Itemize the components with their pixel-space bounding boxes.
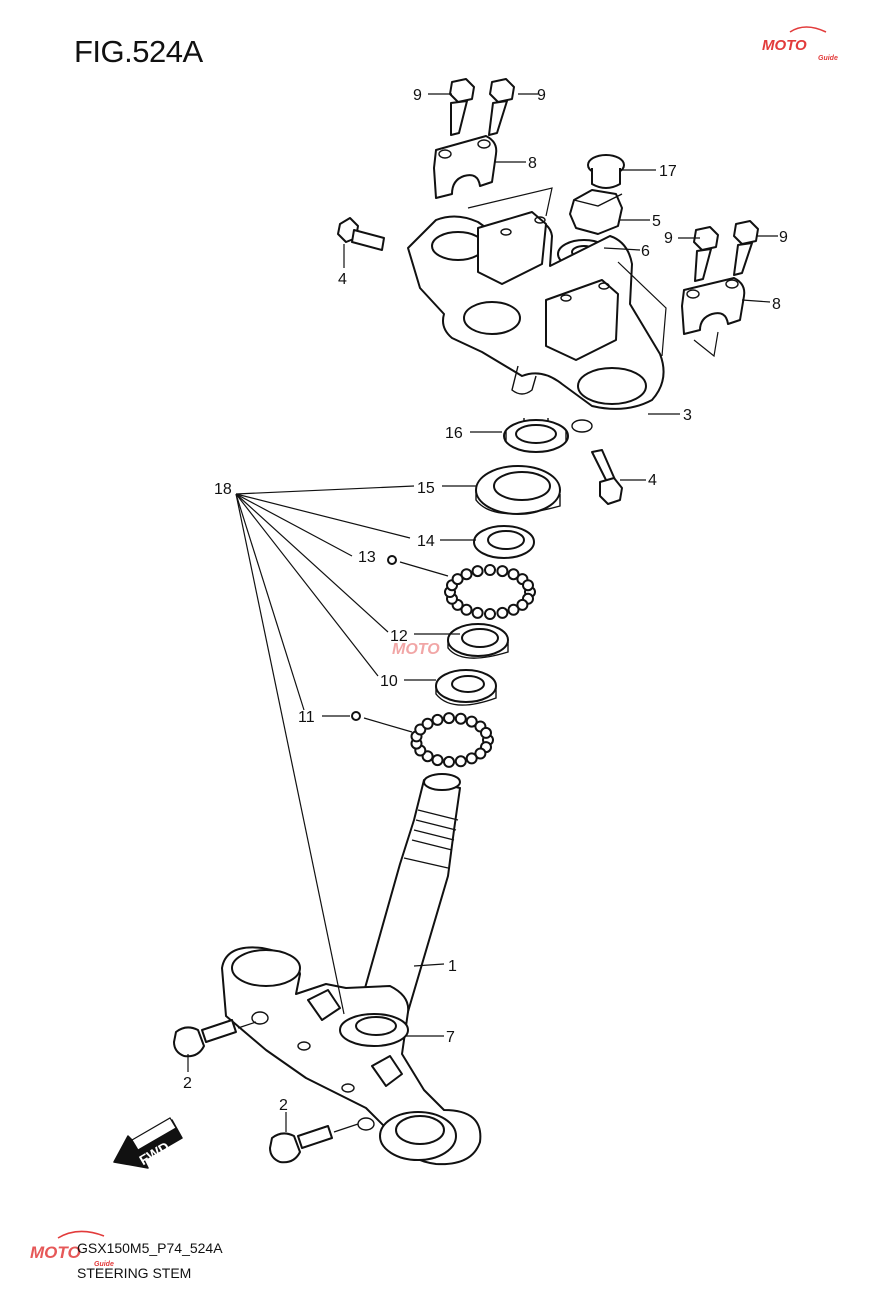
watermark-text: MOTO <box>392 641 440 658</box>
callout-2: 2 <box>279 1097 288 1114</box>
callout-9: 9 <box>537 87 546 104</box>
callout-1: 1 <box>448 958 457 975</box>
fwd-arrow-icon: FWD <box>113 1117 183 1169</box>
steel-ball <box>431 754 444 767</box>
bolt-9-right-left <box>693 226 719 282</box>
bearing-race-10 <box>435 669 497 706</box>
watermark-subtext: Guide <box>818 55 838 62</box>
oil-seal-7 <box>339 1013 409 1047</box>
steel-ball <box>480 726 492 739</box>
bolt-9-top-right <box>488 78 515 136</box>
lock-nut-16 <box>503 418 569 453</box>
steel-ball-11 <box>351 711 413 733</box>
callout-17: 17 <box>659 163 677 180</box>
callout-8: 8 <box>528 155 537 172</box>
bolt-9-right-right <box>733 220 759 276</box>
steel-ball <box>465 752 478 765</box>
steel-ball <box>484 564 496 576</box>
handlebar-holder-8-right <box>681 277 746 358</box>
callout-18: 18 <box>214 481 232 498</box>
steel-ball <box>460 603 473 616</box>
steel-ball <box>431 713 444 726</box>
callout-7: 7 <box>446 1029 455 1046</box>
stem-nut-5 <box>569 189 623 235</box>
watermark-logo-top: MOTO Guide <box>762 26 838 62</box>
bolt-9-top-left <box>449 78 475 136</box>
steel-ball <box>522 579 534 592</box>
steel-ball <box>443 755 455 768</box>
watermark-logo-bottom: MOTO Guide <box>30 1230 114 1268</box>
callout-14: 14 <box>417 533 435 550</box>
steel-ball <box>484 608 496 620</box>
steel-ball <box>474 747 487 760</box>
leader-lines <box>187 93 778 1132</box>
callout-13: 13 <box>358 549 376 566</box>
stem-cap-17 <box>587 154 625 189</box>
steel-ball <box>471 565 484 578</box>
steel-ball-13 <box>387 555 449 577</box>
callout-16: 16 <box>445 425 463 442</box>
steel-ball <box>443 712 455 725</box>
ball-ring-upper <box>444 564 536 620</box>
callout-labels: 9 9 8 17 5 9 9 6 4 8 3 16 4 18 15 14 13 … <box>183 87 788 1114</box>
watermark-text: MOTO <box>30 1243 81 1262</box>
steel-ball <box>451 573 464 586</box>
lower-bracket <box>221 946 482 1166</box>
callout-10: 10 <box>380 673 398 690</box>
watermark-logo-center: MOTO <box>392 641 440 658</box>
steel-ball <box>516 598 529 611</box>
steel-ball <box>465 715 478 728</box>
steel-ball <box>460 568 473 581</box>
handlebar-holder-8-upper <box>433 135 553 217</box>
ball-ring-lower <box>410 712 494 768</box>
bolt-4-lower <box>591 449 623 505</box>
callout-4: 4 <box>338 271 347 288</box>
steel-ball <box>421 717 434 730</box>
callout-6: 6 <box>641 243 650 260</box>
callout-4: 4 <box>648 472 657 489</box>
steel-ball <box>454 755 467 768</box>
callout-9: 9 <box>664 230 673 247</box>
steel-ball <box>496 606 509 619</box>
figure-code: GSX150M5_P74_524A <box>77 1240 223 1256</box>
callout-3: 3 <box>683 407 692 424</box>
bolt-2-upper <box>173 1019 257 1058</box>
steel-ball <box>507 603 520 616</box>
callout-15: 15 <box>417 480 435 497</box>
steel-ball <box>471 606 484 619</box>
bearing-race-12 <box>447 623 509 659</box>
bearing-race-14 <box>473 525 535 559</box>
callout-11: 11 <box>298 709 315 726</box>
callout-9: 9 <box>779 229 788 246</box>
figure-name: STEERING STEM <box>77 1265 192 1281</box>
bolt-4-upper <box>337 217 385 251</box>
upper-bracket-3 <box>407 211 667 433</box>
dust-seal-15 <box>475 465 561 515</box>
figure-title: FIG.524A <box>74 34 203 69</box>
bolt-2-lower <box>269 1123 359 1164</box>
callout-9: 9 <box>413 87 422 104</box>
callout-5: 5 <box>652 213 661 230</box>
steel-ball <box>507 568 520 581</box>
callout-12: 12 <box>390 628 408 645</box>
watermark-text: MOTO <box>762 37 807 54</box>
callout-2: 2 <box>183 1075 192 1092</box>
steel-ball <box>496 565 509 578</box>
steel-ball <box>454 712 467 725</box>
watermark-subtext: Guide <box>94 1261 114 1268</box>
callout-8: 8 <box>772 296 781 313</box>
